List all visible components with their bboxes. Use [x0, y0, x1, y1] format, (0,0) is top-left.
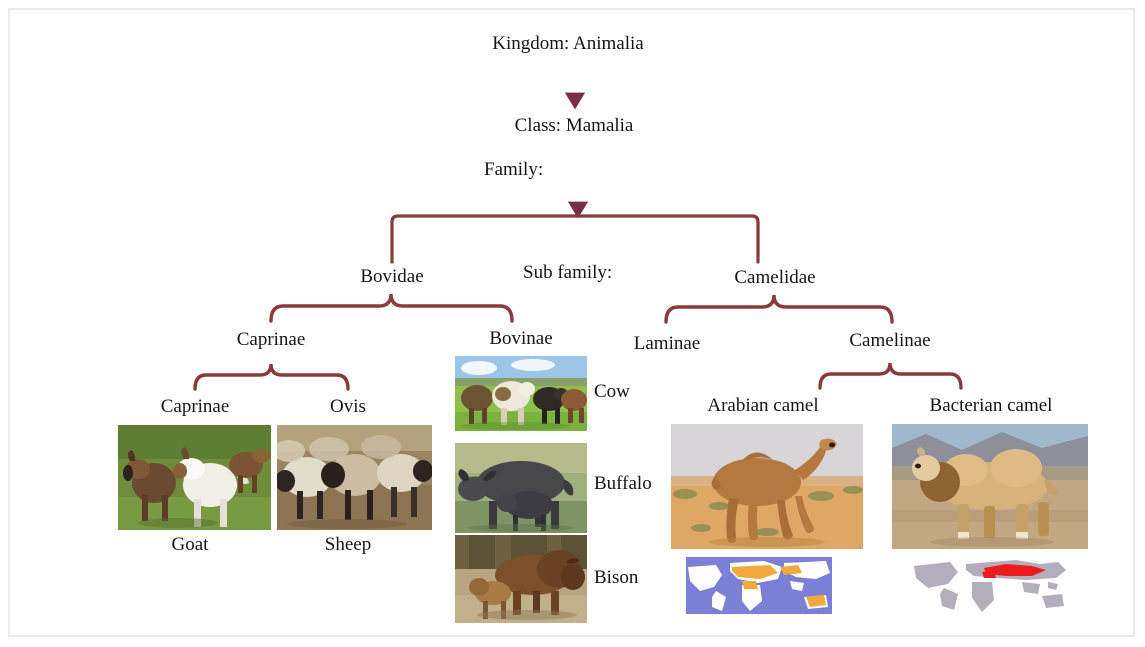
label-sheep: Sheep: [324, 534, 372, 555]
arabian-camel-photo: [671, 424, 863, 549]
node-arabian-camel: Arabian camel: [707, 395, 819, 416]
node-caprinae-genus: Caprinae: [160, 396, 230, 417]
buffalo-photo: [455, 443, 587, 533]
brace-camelinae: [818, 362, 963, 390]
node-bovidae: Bovidae: [360, 266, 424, 287]
brace-bovidae: [269, 293, 514, 323]
label-sub-family: Sub family:: [523, 262, 613, 283]
bacterian-camel-photo: [892, 424, 1088, 549]
node-ovis: Ovis: [330, 396, 366, 417]
node-camelinae: Camelinae: [849, 330, 931, 351]
brace-camelidae: [664, 294, 894, 324]
arabian-camel-range-map: [686, 557, 832, 614]
node-caprinae-subfamily: Caprinae: [236, 329, 306, 350]
brace-caprinae: [193, 363, 350, 391]
label-family: Family:: [484, 159, 544, 180]
label-buffalo: Buffalo: [594, 473, 652, 494]
node-kingdom: Kingdom: Animalia: [492, 33, 644, 54]
node-camelidae: Camelidae: [734, 267, 816, 288]
label-cow: Cow: [594, 381, 630, 402]
node-class: Class: Mamalia: [514, 115, 634, 136]
goat-photo: [118, 425, 271, 530]
node-laminae: Laminae: [633, 333, 701, 354]
bacterian-camel-range-map: [906, 556, 1072, 616]
bison-photo: [455, 535, 587, 623]
label-bison: Bison: [594, 567, 639, 588]
node-bacterian-camel: Bacterian camel: [929, 395, 1053, 416]
bracket-family: [390, 214, 760, 264]
cow-photo: [455, 356, 587, 431]
label-goat: Goat: [171, 534, 209, 555]
sheep-photo: [277, 425, 432, 530]
node-bovinae: Bovinae: [489, 328, 553, 349]
